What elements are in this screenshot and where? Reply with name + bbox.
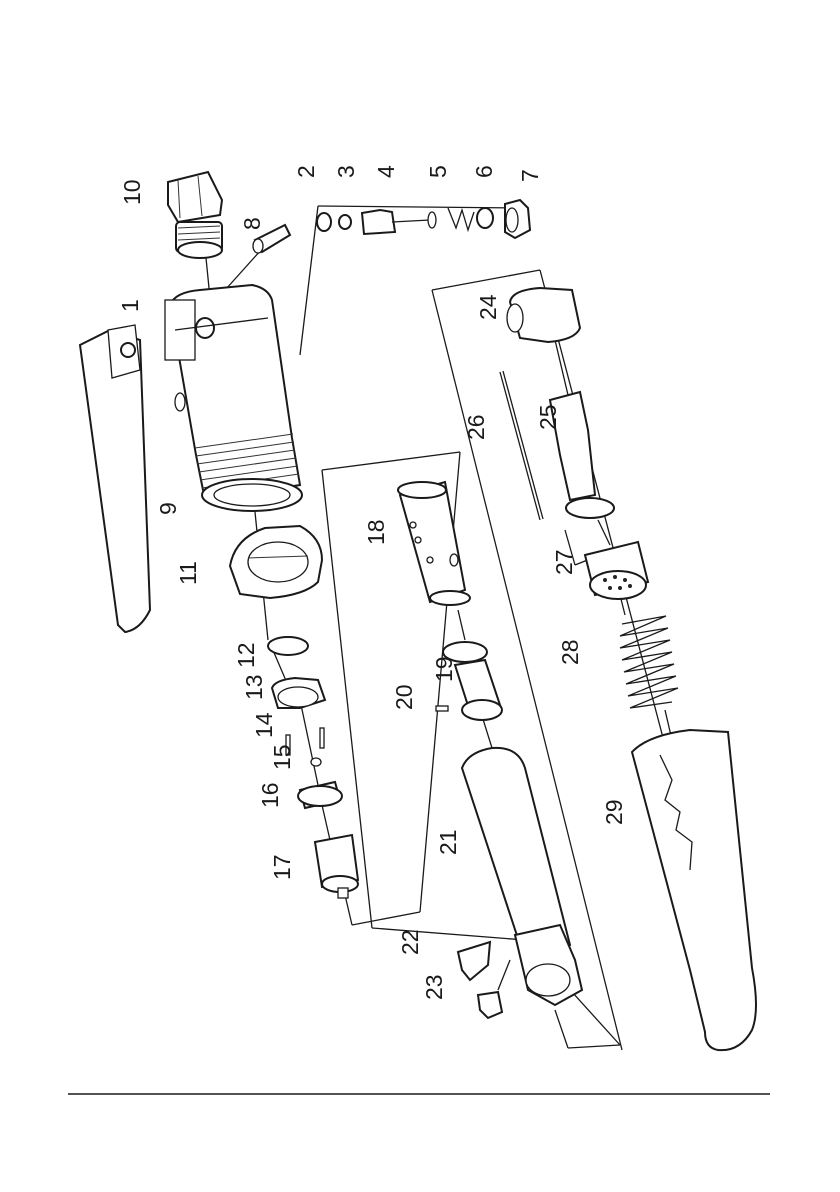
label-part-23: 23	[421, 974, 447, 1000]
part-3-o-ring	[339, 215, 351, 229]
part-29-nozzle	[632, 730, 756, 1050]
label-part-21: 21	[435, 829, 461, 855]
label-part-16: 16	[257, 782, 283, 808]
label-part-19: 19	[431, 656, 457, 682]
label-part-13: 13	[241, 674, 267, 700]
leader-lines	[200, 206, 728, 1050]
part-18-valve-body	[398, 482, 470, 605]
part-13-bushing	[272, 678, 325, 708]
part-20-pin	[436, 706, 448, 711]
label-part-2: 2	[293, 165, 319, 178]
label-part-9: 9	[155, 502, 181, 515]
label-part-29: 29	[601, 799, 627, 825]
label-part-15: 15	[269, 744, 295, 770]
label-part-14: 14	[251, 712, 277, 738]
label-part-3: 3	[333, 165, 359, 178]
label-part-8: 8	[239, 217, 265, 230]
label-part-22: 22	[397, 929, 423, 955]
label-part-24: 24	[475, 294, 501, 320]
label-part-5: 5	[425, 165, 451, 178]
part-27-perforated-disc	[585, 542, 648, 599]
label-part-28: 28	[557, 639, 583, 665]
part-5-spring	[448, 208, 474, 230]
part-10-inlet-bushing	[168, 172, 222, 258]
label-part-12: 12	[233, 642, 259, 668]
label-part-18: 18	[363, 519, 389, 545]
part-11-lock-nut	[230, 526, 322, 598]
part-22-retainer	[458, 942, 490, 980]
part-1-housing	[165, 285, 302, 511]
label-part-11: 11	[175, 561, 201, 585]
part-17-spool	[315, 835, 358, 898]
part-16-cylinder-head	[298, 782, 342, 808]
part-23-catch	[478, 992, 502, 1018]
part-6-o-ring	[477, 208, 493, 228]
label-part-6: 6	[471, 165, 497, 178]
part-26-rod	[500, 371, 543, 520]
part-15-washer	[311, 758, 321, 766]
part-24-end-cap	[507, 288, 580, 342]
label-part-20: 20	[391, 684, 417, 710]
part-2-washer	[317, 213, 331, 231]
part-9-throttle-lever	[80, 325, 150, 632]
parts	[80, 172, 756, 1050]
label-part-26: 26	[463, 414, 489, 440]
label-part-25: 25	[535, 404, 561, 430]
label-part-7: 7	[517, 169, 543, 182]
part-4-valve-stem	[362, 210, 436, 234]
label-part-17: 17	[269, 854, 295, 880]
label-part-4: 4	[373, 165, 399, 178]
label-part-10: 10	[119, 179, 145, 205]
part-12-ring	[268, 637, 308, 655]
label-part-27: 27	[551, 549, 577, 575]
part-28-spring	[620, 616, 678, 708]
label-part-1: 1	[117, 299, 143, 312]
part-7-cap	[505, 200, 530, 238]
